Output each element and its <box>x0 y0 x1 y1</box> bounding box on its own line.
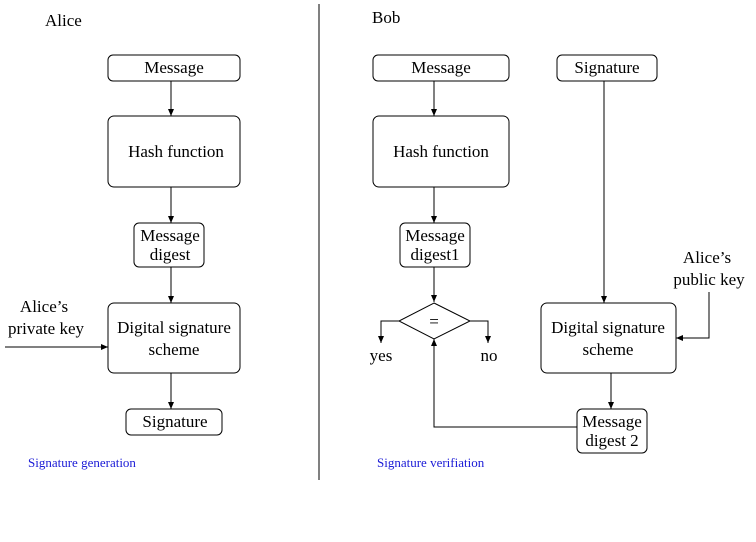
alice-digest-box <box>133 222 205 268</box>
bob-dss-line2: scheme <box>583 340 634 359</box>
alice-hash-label: Hash function <box>128 142 224 161</box>
arrow <box>470 320 491 343</box>
bob-digest1-line1: Message <box>405 226 464 245</box>
bob-digest2-line1: Message <box>582 412 641 431</box>
no-label: no <box>481 346 498 365</box>
arrow <box>676 292 710 341</box>
bob-public-key-line2: public key <box>673 270 745 289</box>
bob-digest2-box <box>576 408 648 454</box>
alice-caption: Signature generation <box>28 455 136 470</box>
bob-header: Bob <box>372 8 400 27</box>
arrow <box>431 339 577 428</box>
alice-header: Alice <box>45 11 82 30</box>
alice-message-label: Message <box>144 58 203 77</box>
alice-hash-box <box>107 115 241 188</box>
alice-signature-box <box>125 408 223 436</box>
bob-signature-box <box>556 54 658 82</box>
alice-private-key-line1: Alice’s <box>20 297 68 316</box>
bob-message-label: Message <box>411 58 470 77</box>
alice-private-key-line2: private key <box>8 319 84 338</box>
alice-signature-label: Signature <box>142 412 207 431</box>
yes-label: yes <box>370 346 393 365</box>
bob-digest1-box <box>399 222 471 268</box>
arrow <box>378 320 399 343</box>
bob-hash-label: Hash function <box>393 142 489 161</box>
alice-digest-line2: digest <box>150 245 191 264</box>
bob-digest2-line2: digest 2 <box>585 431 638 450</box>
alice-dss-line2: scheme <box>149 340 200 359</box>
bob-dss-line1: Digital signature <box>551 318 665 337</box>
bob-hash-box <box>372 115 510 188</box>
alice-message-box <box>107 54 241 82</box>
bob-caption: Signature verifiation <box>377 455 485 470</box>
bob-dss-box <box>540 302 677 374</box>
alice-dss-box <box>107 302 241 374</box>
bob-message-box <box>372 54 510 82</box>
bob-public-key-line1: Alice’s <box>683 248 731 267</box>
bob-signature-label: Signature <box>574 58 639 77</box>
bob-digest1-line2: digest1 <box>410 245 459 264</box>
compare-symbol: = <box>429 312 439 331</box>
alice-dss-line1: Digital signature <box>117 318 231 337</box>
alice-digest-line1: Message <box>140 226 199 245</box>
